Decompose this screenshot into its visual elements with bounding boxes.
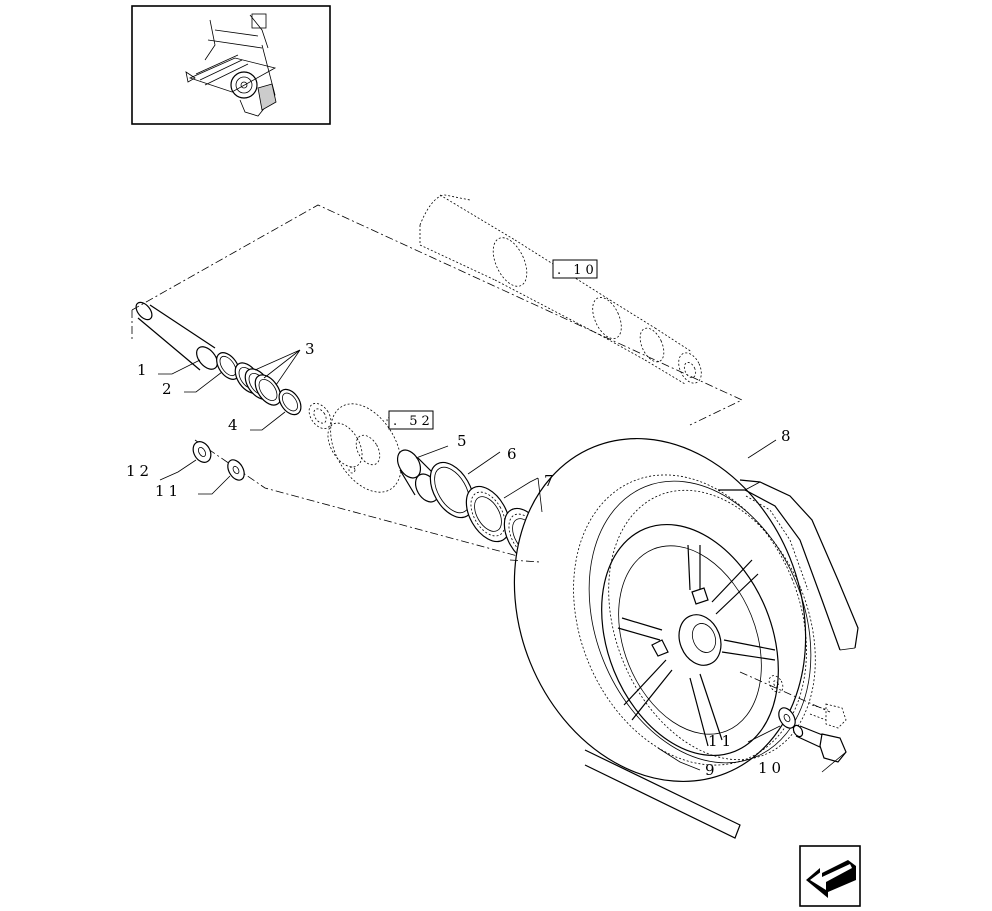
part-10-bolt[interactable] xyxy=(792,724,847,763)
shaft-reference-box: . 10 xyxy=(552,259,598,279)
machine-overview-thumbnail[interactable] xyxy=(131,5,331,125)
part-11-washer-right[interactable] xyxy=(775,705,798,731)
shaft xyxy=(419,194,702,385)
assembly-boundary xyxy=(131,204,743,563)
hub-flange xyxy=(327,403,402,493)
callout-5: 5 xyxy=(457,432,471,450)
part-4-ring[interactable] xyxy=(275,385,306,418)
callout-2: 2 xyxy=(162,380,176,398)
part-12-nut[interactable] xyxy=(190,438,215,465)
callout-12: 12 xyxy=(126,462,153,480)
callout-11-right: 11 xyxy=(708,732,735,750)
hub-reference-box: . 52 xyxy=(388,410,434,430)
part-6-snap-ring[interactable] xyxy=(421,455,482,525)
callout-4: 4 xyxy=(228,416,242,434)
shaft-reference-label: . 10 xyxy=(557,263,598,278)
leader-lines xyxy=(158,349,847,773)
part-11-washer-right-upper xyxy=(768,675,784,693)
callout-1: 1 xyxy=(137,361,151,379)
callout-6: 6 xyxy=(507,445,521,463)
hub-reference-label: . 52 xyxy=(393,414,434,429)
callout-10: 10 xyxy=(758,759,785,777)
bolt-dotted xyxy=(809,703,847,729)
callout-7: 7 xyxy=(544,472,558,490)
part-3-rings[interactable] xyxy=(230,358,286,409)
callout-8: 8 xyxy=(781,427,795,445)
small-bearing xyxy=(308,403,332,429)
part-1-sleeve[interactable] xyxy=(133,299,222,373)
callout-11-left: 11 xyxy=(155,482,182,500)
callout-3: 3 xyxy=(305,340,319,358)
callout-9: 9 xyxy=(705,761,719,779)
next-page-arrow-icon[interactable] xyxy=(799,845,861,907)
part-8-pulley[interactable] xyxy=(464,394,855,825)
part-9-belt[interactable] xyxy=(584,479,859,839)
part-11-washer-left[interactable] xyxy=(224,457,247,483)
